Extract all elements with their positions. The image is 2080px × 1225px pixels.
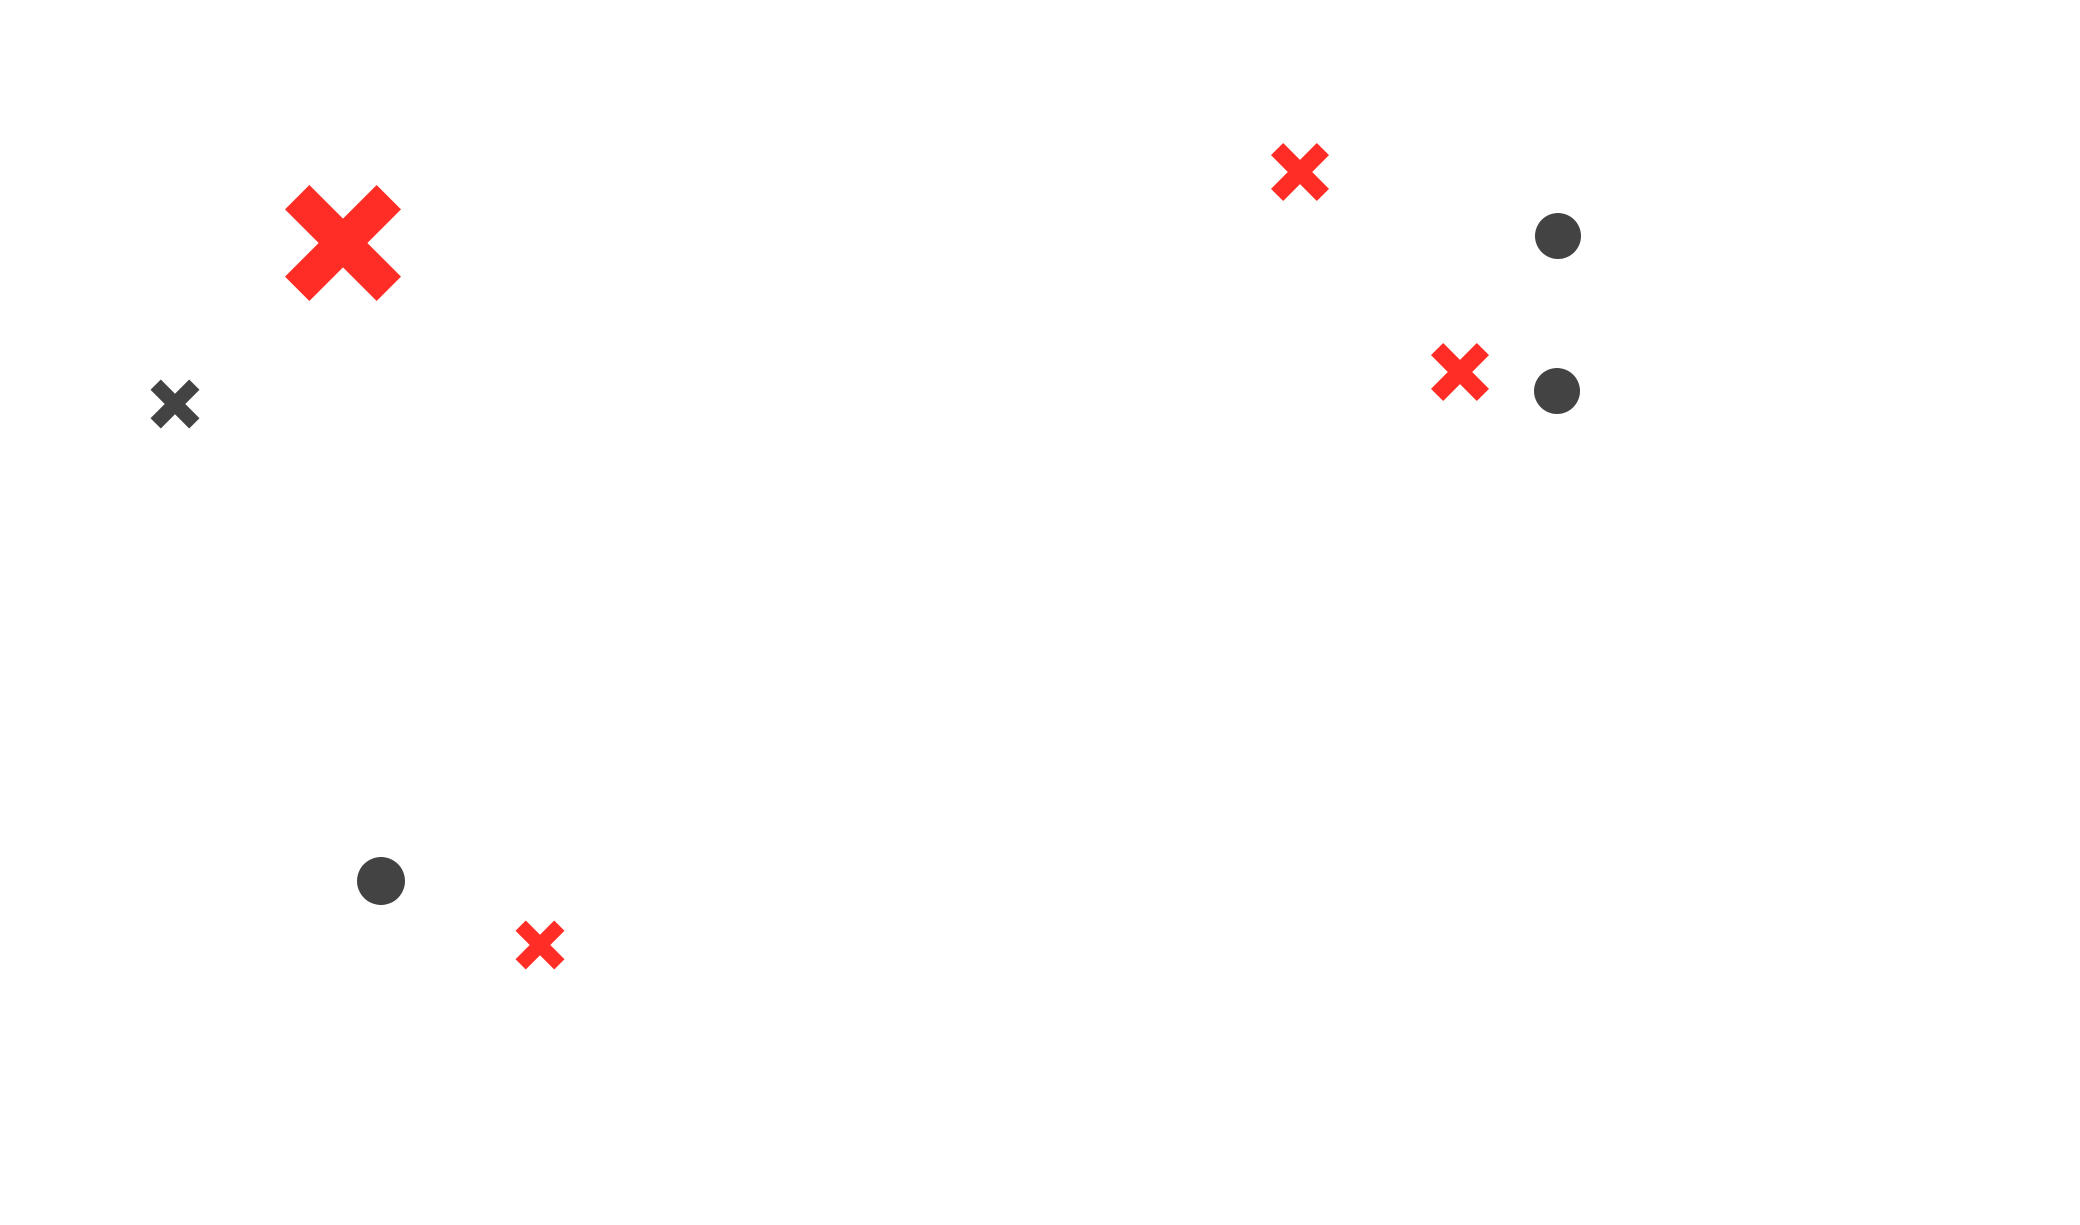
dark-circle-middle-icon <box>1534 368 1580 414</box>
red-cross-large-icon <box>285 185 401 301</box>
red-cross-bottom-icon <box>515 920 565 970</box>
dark-circle-bottom-icon <box>357 857 405 905</box>
dark-circle-top-icon <box>1535 213 1581 259</box>
red-cross-top-right-icon <box>1271 143 1329 201</box>
red-cross-middle-right-icon <box>1431 343 1489 401</box>
dark-cross-icon <box>150 379 200 429</box>
